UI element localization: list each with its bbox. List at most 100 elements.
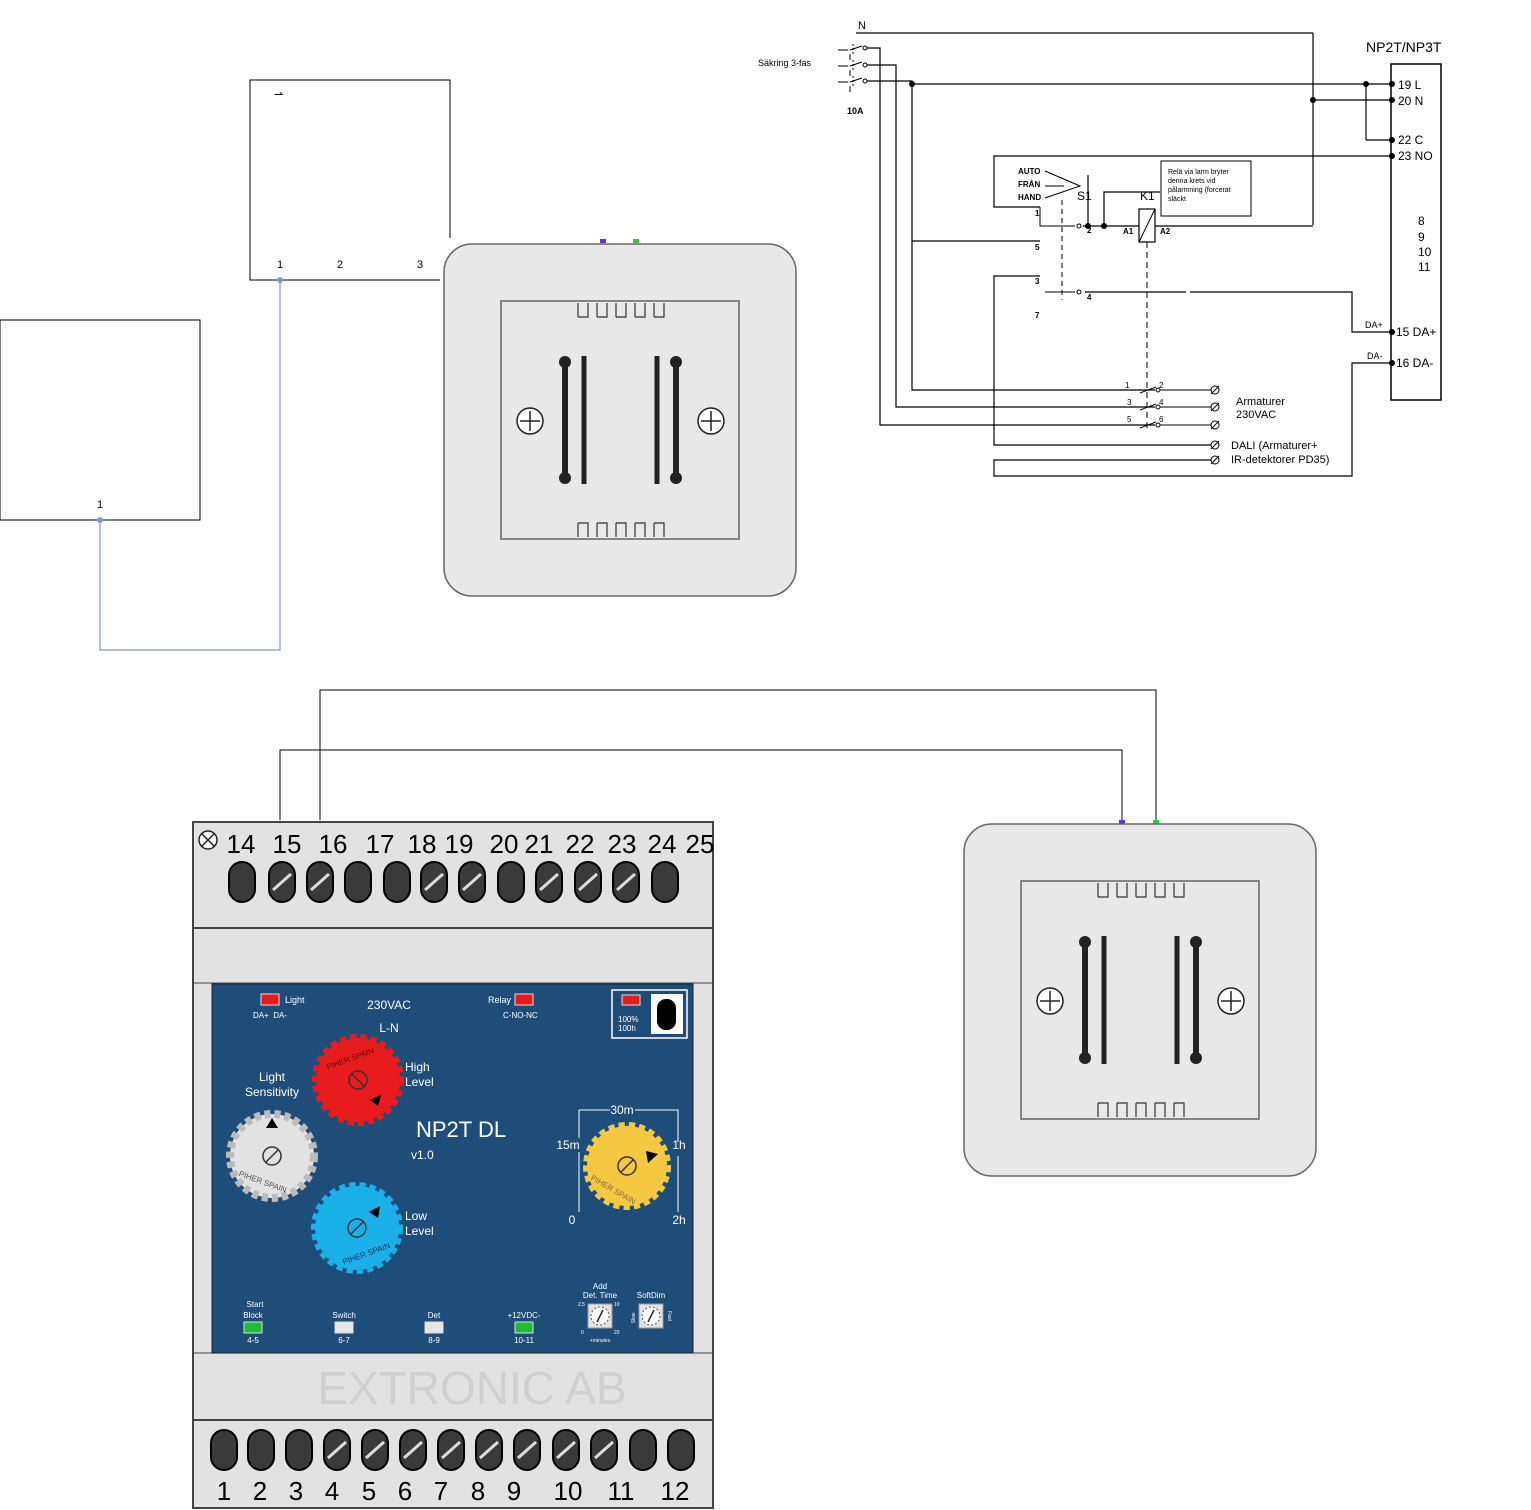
top-terminal-label: 16 (319, 829, 348, 859)
screw-icon (1217, 987, 1245, 1015)
dali-label-1: DALI (Armaturer+ (1231, 440, 1318, 452)
schematic: N Säkring 3-fas 10A NP2T/NP3T (758, 20, 1442, 477)
low-level-knob[interactable]: PIHER SPAIN (311, 1182, 403, 1274)
relay-led-label: Relay (488, 995, 512, 1005)
screw-icon (198, 830, 218, 850)
armaturer-voltage: 230VAC (1236, 409, 1276, 421)
top-terminal-label: 18 (408, 829, 437, 859)
add-scale-2-5: 2,5 (578, 1302, 585, 1308)
s1-label: S1 (1077, 189, 1092, 203)
k1-label: K1 (1140, 189, 1155, 203)
s1-contact-2: 2 (1087, 226, 1092, 235)
screw-icon (1036, 987, 1064, 1015)
top-terminal-label: 22 (566, 829, 595, 859)
timer-1h: 1h (672, 1138, 685, 1152)
detector-top (443, 239, 797, 597)
relay-note-1: Relä via larm bryter (1168, 169, 1229, 176)
s1-contact-5: 5 (1035, 243, 1040, 252)
bottom-terminal-label: 6 (398, 1476, 412, 1506)
terminal-15: 15 DA+ (1396, 325, 1436, 339)
light-sensitivity-knob[interactable]: PIHER SPAIN (226, 1110, 318, 1202)
box-b-pin1: 1 (97, 499, 103, 511)
status-led-top2: +12VDC- (507, 1311, 540, 1320)
s1-contact-7: 7 (1035, 311, 1040, 320)
softdim-dial[interactable] (638, 1303, 664, 1329)
relay-contacts-label: C-NO-NC (503, 1011, 538, 1020)
box-a-mark: ⇀ (274, 89, 283, 101)
top-terminal-label: 23 (608, 829, 637, 859)
dali-wires (279, 689, 1157, 820)
terminal-10: 10 (1418, 245, 1432, 259)
voltage-label: 230VAC (367, 998, 411, 1012)
softdim-slow: Slow (631, 1312, 637, 1323)
high-level-label-1: High (405, 1060, 430, 1074)
status-led-bottom: 8-9 (428, 1336, 440, 1345)
bottom-terminal-label: 11 (608, 1476, 635, 1506)
status-led-top2: Det (428, 1311, 441, 1320)
high-level-knob[interactable]: PIHER SPAIN (312, 1034, 404, 1126)
status-led-0: Start Block 4-5 (243, 1300, 264, 1345)
bottom-terminal-label: 4 (325, 1476, 339, 1506)
light-sensitivity-label-1: Light (259, 1070, 286, 1084)
terminal-22: 22 C (1398, 133, 1424, 147)
timer-2h: 2h (672, 1213, 685, 1227)
terminal-23: 23 NO (1398, 149, 1433, 163)
add-det-time-dial[interactable] (587, 1303, 613, 1329)
switch-mode-hand: HAND (1018, 193, 1041, 202)
blue-wire (97, 277, 283, 651)
top-terminal-label: 17 (366, 829, 395, 859)
terminal-16: 16 DA- (1396, 356, 1433, 370)
timer-knob[interactable]: PIHER SPAIN (583, 1122, 671, 1210)
bottom-terminal-label: 1 (217, 1476, 231, 1506)
status-led-bottom: 4-5 (247, 1336, 259, 1345)
timer-scale (578, 1109, 679, 1212)
status-led-bottom: 10-11 (514, 1336, 534, 1345)
da-terminals-label: DA+ DA- (253, 1011, 287, 1020)
low-level-label-2: Level (405, 1224, 434, 1238)
status-led-top2: Switch (332, 1311, 356, 1320)
bottom-terminal-row: 1 2 3 4 5 6 7 8 9 10 11 12 (217, 1476, 690, 1506)
relay-note-3: pålarmning (forcerat (1168, 186, 1231, 194)
top-terminal-label: 19 (445, 829, 474, 859)
np2t-module: 14 15 16 17 18 19 20 21 22 23 24 25 (192, 821, 715, 1509)
ln-label: L-N (379, 1021, 398, 1035)
box-a-pin3: 3 (417, 259, 423, 271)
add-scale-0: 0 (581, 1330, 584, 1336)
screw-icon (516, 407, 544, 435)
high-level-label-2: Level (405, 1075, 434, 1089)
k1-contact-5: 5 (1127, 415, 1132, 424)
softdim-fast: Fast (666, 1311, 672, 1321)
switch-mode-fran: FRÅN (1018, 180, 1040, 189)
low-level-label-1: Low (405, 1209, 427, 1223)
k1-contact-4: 4 (1159, 398, 1164, 407)
add-det-time-1: Add (593, 1282, 607, 1291)
status-led-1: Switch 6-7 (332, 1311, 356, 1345)
device-title: NP2T/NP3T (1366, 39, 1442, 55)
status-led-top1: Start (247, 1300, 265, 1309)
status-led-2: Det 8-9 (424, 1311, 444, 1345)
fuse-label: Säkring 3-fas (758, 58, 812, 68)
dali-label-2: IR-detektorer PD35) (1231, 454, 1329, 466)
timer-30m: 30m (610, 1103, 633, 1117)
add-scale-20: 20 (614, 1330, 620, 1336)
top-terminal-label: 21 (525, 829, 554, 859)
neutral-label: N (858, 20, 866, 32)
k1-contact-2: 2 (1159, 381, 1164, 390)
terminal-8: 8 (1418, 214, 1425, 228)
add-det-time-2: Det. Time (583, 1291, 618, 1300)
terminal-19: 19 L (1398, 78, 1422, 92)
bottom-screw-row (210, 1429, 695, 1471)
status-led-top2: Block (243, 1311, 264, 1320)
top-terminal-label: 25 (686, 829, 715, 859)
fuse-rating: 10A (847, 106, 864, 116)
terminal-11: 11 (1418, 260, 1431, 274)
detector-bottom (963, 820, 1317, 1177)
softdim-label: SoftDim (637, 1291, 666, 1300)
box-a-pin2: 2 (337, 259, 343, 271)
brand-label: EXTRONIC AB (317, 1362, 626, 1414)
k1-a1: A1 (1123, 227, 1134, 236)
k1-a2: A2 (1160, 227, 1171, 236)
box-a: ⇀ 1 2 3 (249, 79, 451, 281)
s1-contact-1: 1 (1035, 209, 1040, 218)
s1-contact-3: 3 (1035, 277, 1040, 286)
